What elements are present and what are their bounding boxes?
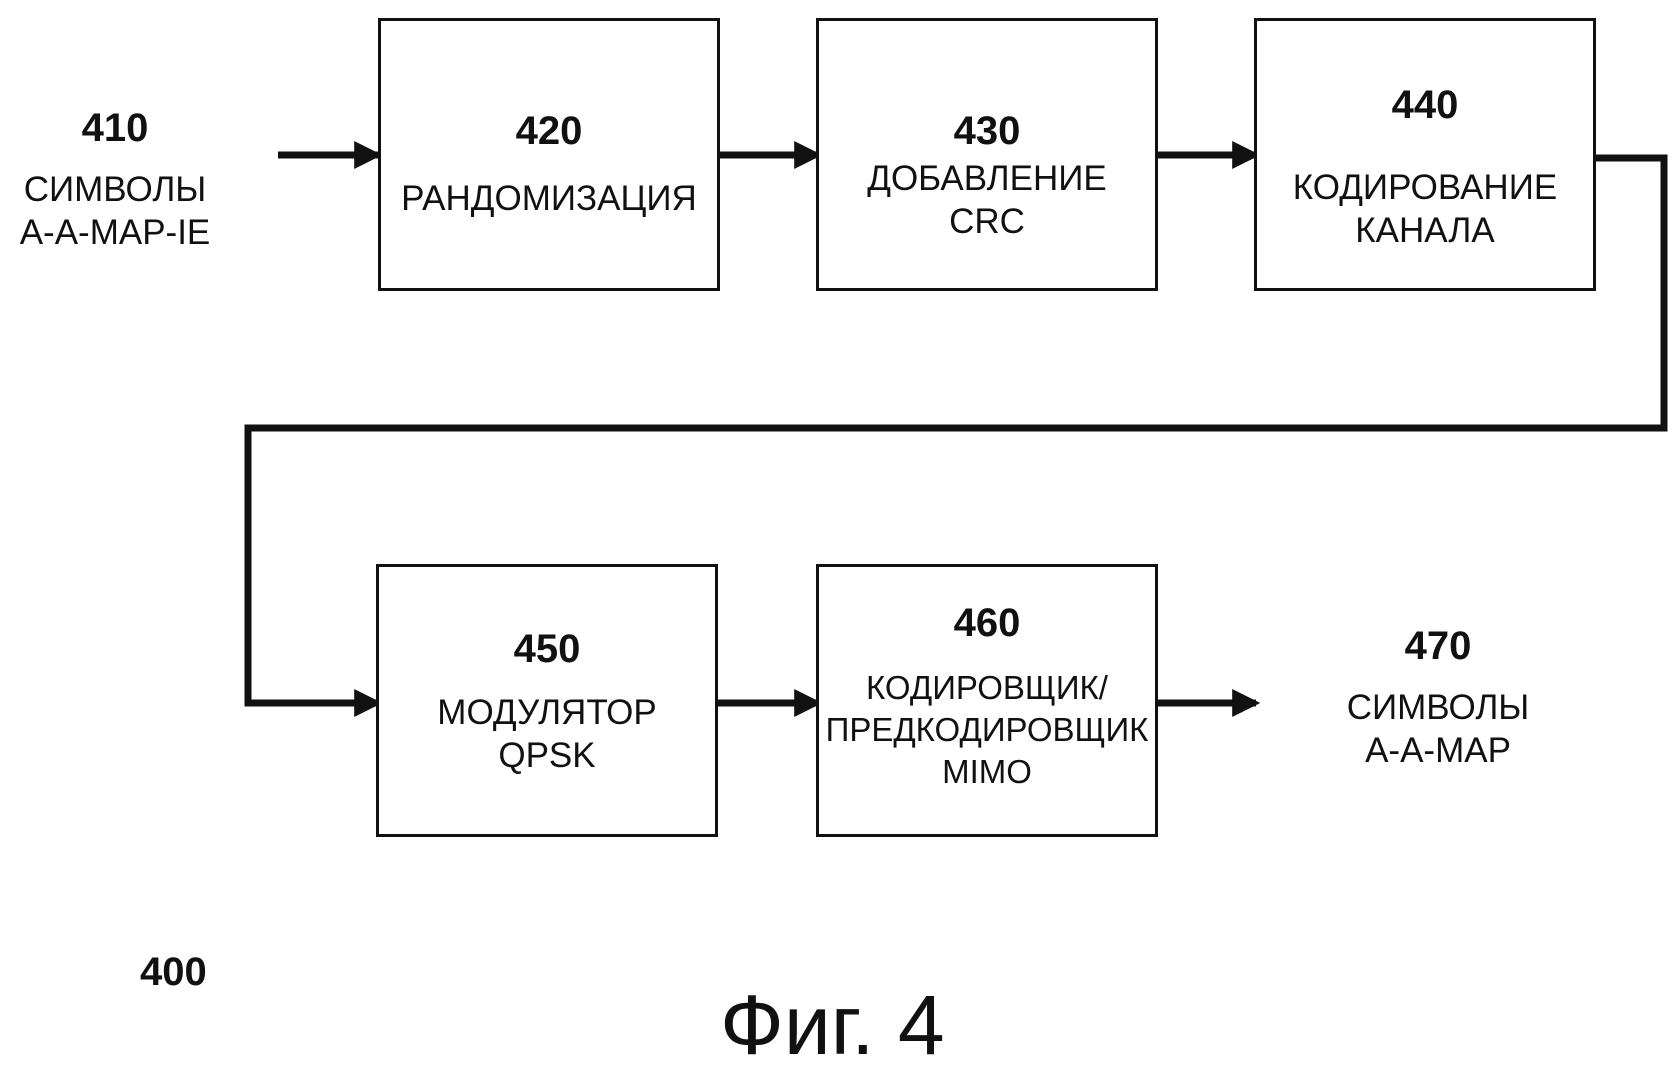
block-qpsk-modulator[interactable]: 450 МОДУЛЯТОР QPSK xyxy=(376,564,718,837)
block-label: КОДИРОВЩИК/ ПРЕДКОДИРОВЩИК MIMO xyxy=(825,669,1149,790)
block-number: 450 xyxy=(513,627,581,671)
output-symbols-label: 470 СИМВОЛЫ A-A-MAP xyxy=(1318,626,1558,772)
block-number: 440 xyxy=(1391,83,1459,127)
output-label: СИМВОЛЫ A-A-MAP xyxy=(1346,688,1530,770)
block-label: РАНДОМИЗАЦИЯ xyxy=(401,179,697,218)
input-number: 410 xyxy=(81,106,149,150)
input-symbols-label: 410 СИМВОЛЫ A-A-MAP-IE xyxy=(10,108,220,254)
block-channel-coding[interactable]: 440 КОДИРОВАНИЕ КАНАЛА xyxy=(1254,18,1596,291)
arrow-440-to-450 xyxy=(244,154,1668,717)
block-number: 430 xyxy=(953,109,1021,153)
block-mimo-encoder-precoder[interactable]: 460 КОДИРОВЩИК/ ПРЕДКОДИРОВЩИК MIMO xyxy=(816,564,1158,837)
block-randomization[interactable]: 420 РАНДОМИЗАЦИЯ xyxy=(378,18,720,291)
output-number: 470 xyxy=(1404,624,1472,668)
block-number: 460 xyxy=(953,601,1021,645)
block-number: 420 xyxy=(515,109,583,153)
block-label: ДОБАВЛЕНИЕ CRC xyxy=(867,159,1107,241)
block-crc-append[interactable]: 430 ДОБАВЛЕНИЕ CRC xyxy=(816,18,1158,291)
figure-reference-number: 400 xyxy=(140,950,207,994)
figure-caption: Фиг. 4 xyxy=(720,978,945,1068)
block-label: КОДИРОВАНИЕ КАНАЛА xyxy=(1292,168,1558,250)
input-label: СИМВОЛЫ A-A-MAP-IE xyxy=(19,170,211,252)
block-label: МОДУЛЯТОР QPSK xyxy=(437,693,657,775)
